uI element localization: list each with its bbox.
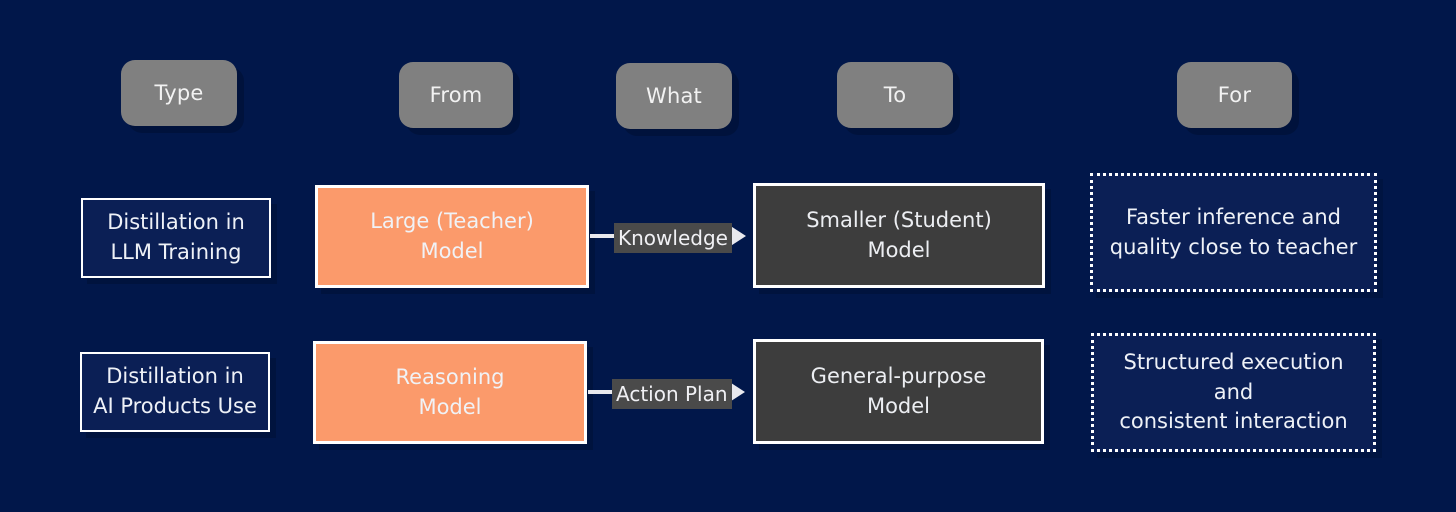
row-2-type-line-1: Distillation in [106, 364, 244, 389]
header-pill-for: For [1177, 62, 1292, 128]
row-2-arrow-icon [728, 381, 745, 403]
row-2-from-box: Reasoning Model [313, 341, 587, 444]
row-1-to-line-2: Model [867, 237, 931, 262]
row-1-from-line-1: Large (Teacher) [370, 208, 534, 233]
header-pill-for-label: For [1217, 83, 1252, 107]
row-1-to-box: Smaller (Student) Model [753, 183, 1045, 288]
row-2-for-line-1: Structured execution and [1123, 349, 1344, 404]
row-2-from-line-2: Model [418, 394, 482, 419]
row-2-for-box: Structured execution and consistent inte… [1091, 333, 1376, 452]
header-pill-from: From [399, 62, 513, 128]
row-2-type-box: Distillation in AI Products Use [80, 352, 270, 432]
header-pill-what-label: What [646, 84, 702, 108]
header-pill-from-label: From [429, 83, 483, 107]
row-1-for-line-2: quality close to teacher [1109, 234, 1358, 259]
row-2-for-line-2: consistent interaction [1119, 409, 1348, 434]
row-1-to-line-1: Smaller (Student) [806, 207, 992, 232]
header-pill-type: Type [121, 60, 237, 126]
row-1-from-line-2: Model [420, 238, 484, 263]
row-1-type-line-2: LLM Training [110, 240, 242, 264]
row-1-edge-label: Knowledge [614, 223, 732, 253]
header-pill-type-label: Type [154, 81, 204, 105]
row-1-arrow-icon [729, 225, 746, 247]
row-1-for-line-1: Faster inference and [1126, 204, 1341, 229]
row-1-type-box: Distillation in LLM Training [81, 198, 271, 278]
header-pill-to-label: To [883, 83, 907, 107]
row-1-type-line-1: Distillation in [107, 210, 245, 235]
row-2-type-line-2: AI Products Use [93, 394, 257, 418]
row-2-to-box: General-purpose Model [753, 339, 1044, 444]
header-pill-to: To [837, 62, 953, 128]
row-2-to-line-2: Model [866, 393, 931, 418]
row-1-from-box: Large (Teacher) Model [315, 185, 589, 288]
row-2-edge-label: Action Plan [612, 379, 732, 409]
row-2-to-line-1: General-purpose [810, 363, 987, 388]
row-2-from-line-1: Reasoning [395, 364, 505, 389]
header-pill-what: What [616, 63, 732, 129]
row-1-for-box: Faster inference and quality close to te… [1090, 173, 1377, 292]
